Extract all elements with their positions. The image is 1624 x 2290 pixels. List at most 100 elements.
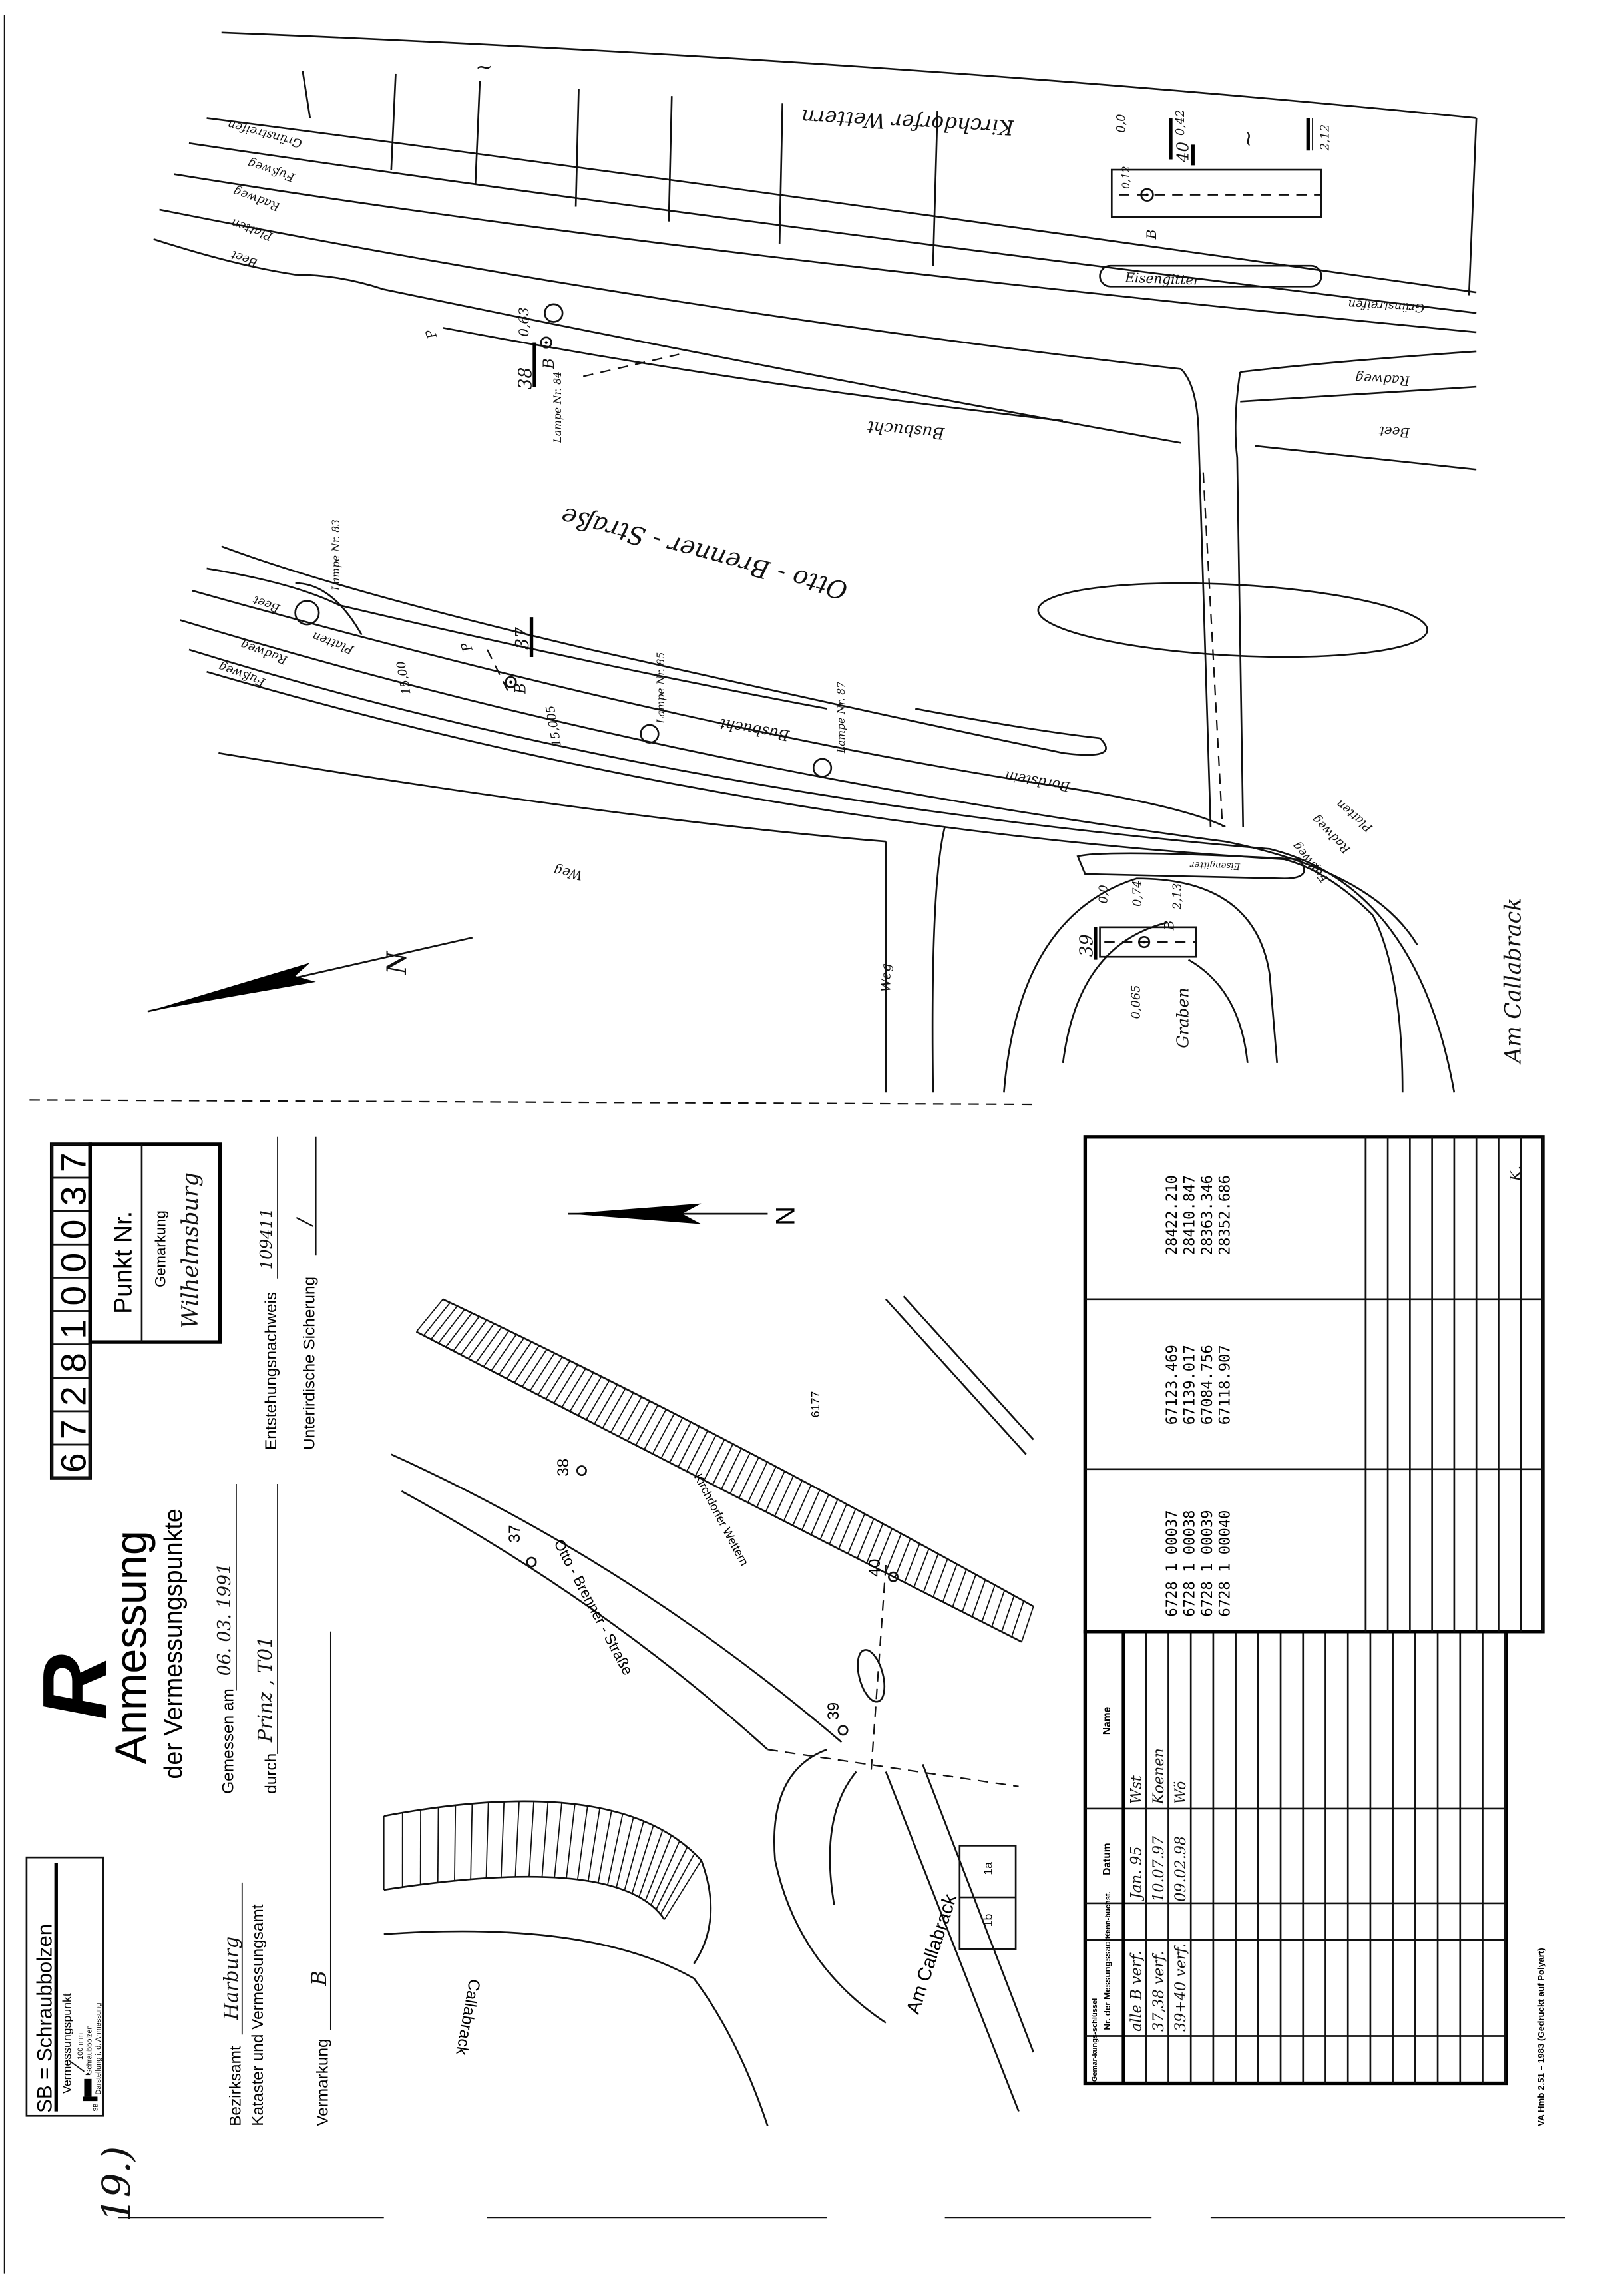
sketch-label: Lampe Nr. 83 [330, 519, 342, 591]
page-title: Anmessung [107, 1530, 156, 1764]
lamp-icon [640, 724, 660, 744]
sketch-label: 0,0 [1115, 114, 1128, 132]
north-arrow-icon [147, 937, 473, 1013]
legend-box: SB = Schraubbolzen Vermessungspunkt 100 … [25, 1856, 104, 2117]
sketch-label: B [512, 683, 530, 694]
hatch-line [981, 1584, 996, 1622]
history-cell-name: Koenen [1150, 1748, 1167, 1805]
durch-label: durch [262, 1753, 280, 1794]
sketch-point-40: 40 [1173, 142, 1193, 163]
history-row: 37,38 verf. 10.07.97 Koenen [1150, 1748, 1167, 2032]
vermarkung-label: Vermarkung [313, 2038, 331, 2126]
coordinate-y-cell: 28422.210 [1163, 1175, 1181, 1255]
coordinate-x-cell: 67084.756 [1199, 1345, 1216, 1425]
sketch-label: 2,13 [1171, 883, 1185, 910]
coordinate-y-cell: 28352.686 [1217, 1175, 1234, 1255]
hatch-line [660, 1853, 696, 1915]
hatch-line [894, 1538, 911, 1578]
north-label: N [382, 950, 413, 975]
hatch-line [569, 1372, 594, 1412]
map-point-40: 40 [866, 1559, 884, 1577]
legend-title: SB = Schraubbolzen [33, 1924, 57, 2113]
gemessen-value[interactable]: 06. 03. 1991 [214, 1563, 235, 1676]
hatch-line [875, 1528, 893, 1568]
hatch-line [660, 1417, 684, 1459]
hatch-line [529, 1353, 555, 1391]
sketch-label: Lampe Nr. 87 [835, 682, 847, 754]
sketch-label: 0,42 [1174, 110, 1187, 136]
sketch-label: 0,63 [516, 307, 532, 336]
form-footer: VA Hmb 2.51 – 1983 (Gedruckt auf Polyart… [1536, 1948, 1546, 2126]
legend-symbol-desc: = Darstellung i. d. Anmessung [95, 2003, 102, 2101]
coordinate-x-cell: 67123.469 [1163, 1345, 1181, 1425]
history-header-kennbuchst: Kenn-buchst. [1104, 1891, 1112, 1939]
sicherung-value[interactable]: / [293, 1217, 317, 1228]
history-cell-datum: Jan. 95 [1128, 1847, 1145, 1902]
hatch-line [952, 1569, 967, 1608]
hatch-line [587, 1807, 601, 1881]
hatch-line [521, 1349, 548, 1387]
entstehung-value[interactable]: 109411 [256, 1208, 276, 1269]
water-symbol: ~ [475, 55, 493, 79]
hatch-line [783, 1480, 803, 1522]
hatch-line [631, 1825, 654, 1894]
entstehung-label: Entstehungsnachweis [262, 1292, 280, 1450]
logo-letter: R [25, 1654, 126, 1720]
coordinate-x-cell: 67139.017 [1181, 1345, 1199, 1425]
hatch-line [847, 1513, 865, 1554]
gemarkung-value[interactable]: Wilhelmsburg [177, 1172, 203, 1329]
hatch-line [566, 1804, 576, 1879]
hatch-line [610, 1392, 634, 1433]
hatch-line [922, 1553, 939, 1592]
gemessen-label: Gemessen am [219, 1688, 237, 1793]
point-digit: 6 [55, 1453, 94, 1473]
sketch-point-39: 39 [1076, 934, 1097, 957]
sketch-point-38: 38 [516, 367, 536, 390]
page-subtitle: der Vermessungspunkte [159, 1508, 187, 1779]
sketch-label: Eisengitter [1189, 859, 1241, 871]
history-cell-name: Wst [1128, 1775, 1145, 1804]
survey-point-40-marker [1140, 188, 1154, 202]
hatch-line [652, 1413, 675, 1455]
hatch-line [626, 1401, 650, 1441]
hatch-line [801, 1489, 821, 1530]
hatch-line [857, 1518, 875, 1559]
punkt-label: Punkt Nr. [108, 1211, 136, 1314]
sketch-label: B [1161, 921, 1177, 931]
sketch-label: Graben [1173, 987, 1193, 1048]
hatch-line [470, 1803, 473, 1879]
hatch-line [545, 1360, 571, 1399]
hatch-line [607, 1813, 624, 1885]
history-row: alle B verf. Jan. 95 Wst [1128, 1775, 1145, 2032]
hatch-line [537, 1356, 563, 1395]
sketch-label-am-callabrack: Am Callabrack [1500, 898, 1526, 1065]
hatch-line [483, 1330, 510, 1367]
point-number-cell: 6728 1 00037 [1163, 1510, 1181, 1616]
point-digit: 0 [55, 1220, 94, 1240]
eisengitter-box [1099, 264, 1322, 288]
vermarkung-value[interactable]: B [307, 1970, 331, 1986]
hatch-line [678, 1426, 700, 1467]
hatch-line [498, 1337, 524, 1375]
map-point-38: 38 [554, 1459, 572, 1477]
sketch-label: Lampe Nr. 85 [655, 652, 667, 724]
durch-value[interactable]: Prinz , T01 [254, 1636, 276, 1743]
fold-divider [29, 1099, 1034, 1106]
lamp-icon [544, 303, 564, 323]
hatch-line [415, 1299, 444, 1333]
sketch-label: Radweg [1355, 370, 1411, 389]
hatch-line [500, 1801, 505, 1878]
hatch-line [437, 1309, 465, 1344]
history-header-gemarkung: Gemar-kungs-schlüssel [1091, 1998, 1099, 2082]
coordinates-mark: K. [1508, 1166, 1525, 1182]
hatch-line [991, 1590, 1006, 1627]
bezirksamt-value[interactable]: Harburg [220, 1937, 242, 2020]
hatch-line [514, 1345, 540, 1383]
hatch-line [453, 1316, 480, 1351]
coordinate-y-cell: 28410.847 [1181, 1175, 1199, 1255]
hatch-line [756, 1466, 777, 1508]
history-header-name: Name [1102, 1706, 1113, 1735]
hatch-line [747, 1461, 768, 1503]
history-header-messungssache: Nr. der Messungssache [1102, 1931, 1112, 2030]
lamp-icon [294, 600, 320, 626]
